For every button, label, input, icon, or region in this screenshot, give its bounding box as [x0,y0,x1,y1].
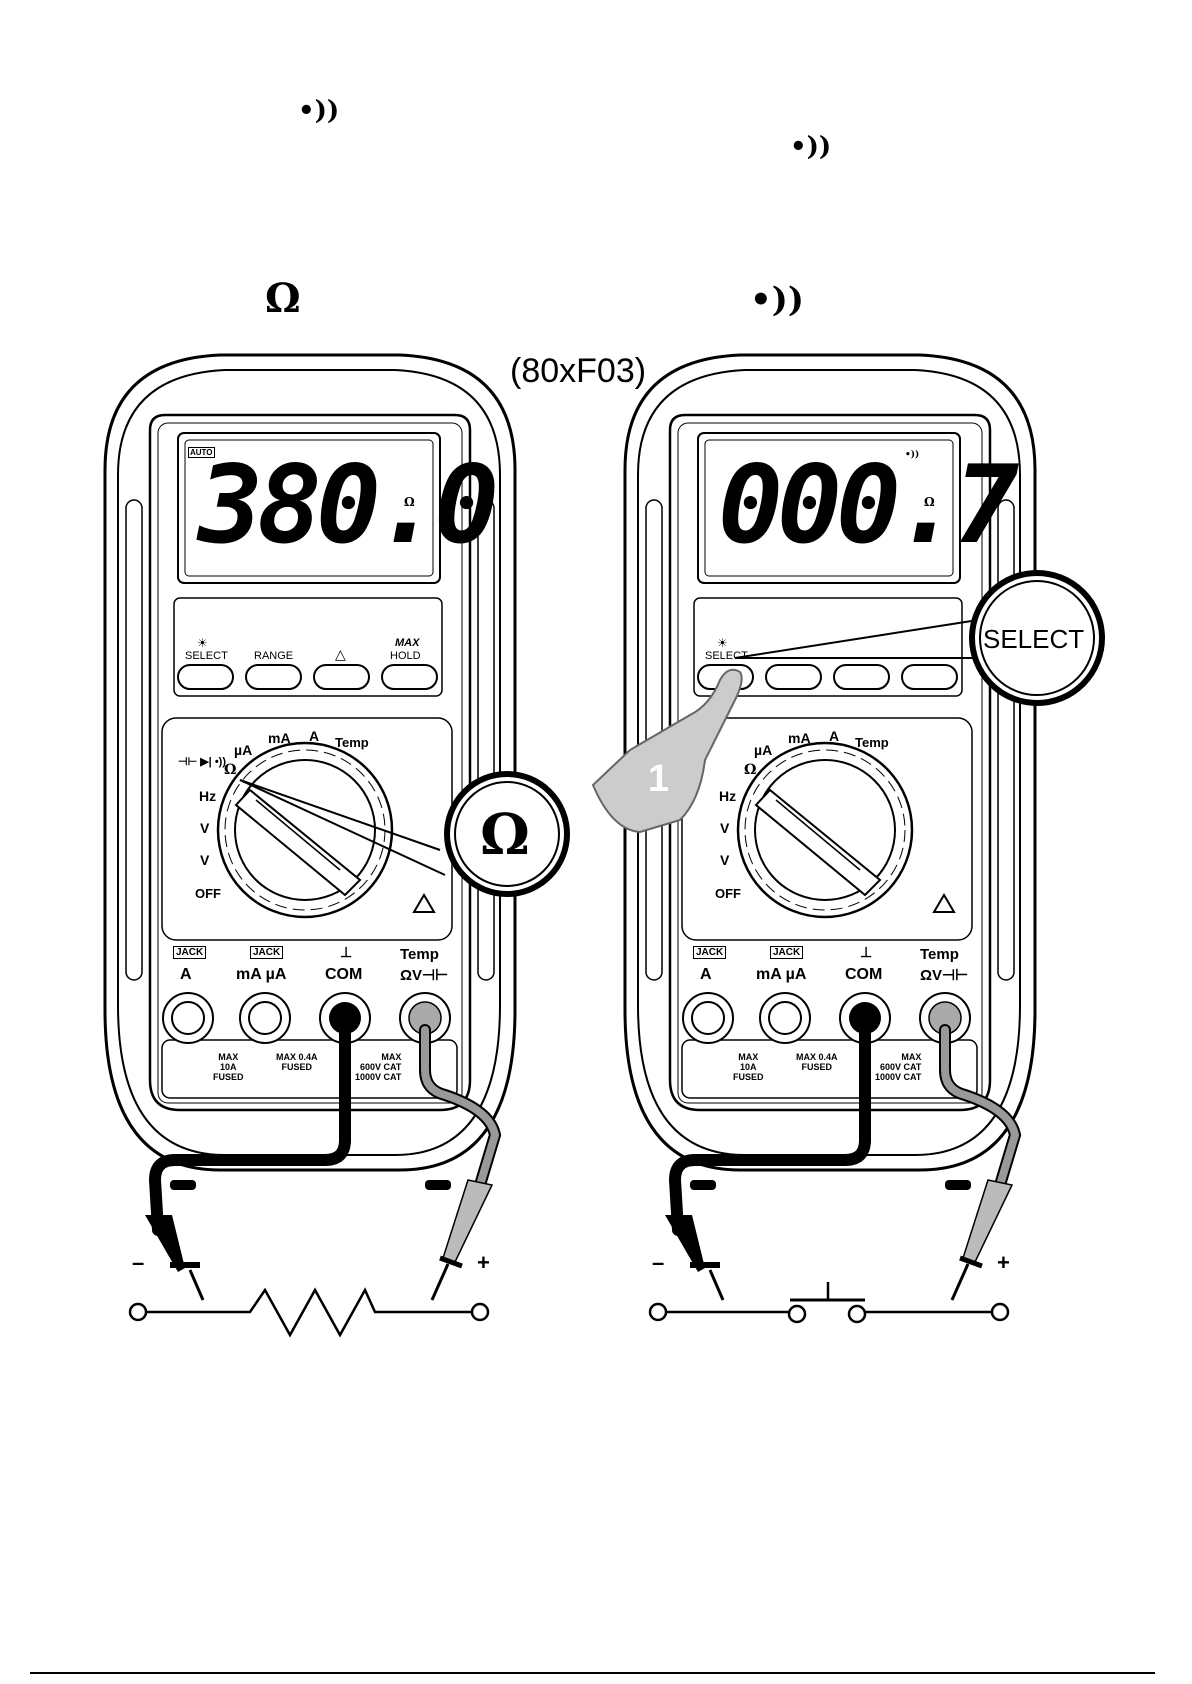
continuity-icon-header-left: •)) [298,96,340,126]
range-button-label: RANGE [254,650,294,662]
select-button-left[interactable] [178,665,233,689]
negative-sign-left: – [132,1250,145,1275]
dial-temp-label: Temp [335,735,369,750]
dial-off-label-right: OFF [715,886,741,901]
continuity-icon-header-right: •)) [790,132,832,162]
dial-ma-label-right: mA [788,730,811,746]
continuity-indicator: •)) [905,450,920,460]
jack-temp-label: Temp [400,946,439,963]
dial-vac-label: V [200,820,210,836]
jack-temp-label-right: Temp [920,946,959,963]
lcd-unit-left: Ω [404,495,415,509]
dial-a-label-right: A [829,728,840,744]
hold-button-right[interactable] [902,665,957,689]
hold-button[interactable] [382,665,437,689]
dial-vac-label-right: V [720,820,730,836]
diode-continuity-icons: ⊣⊢ ▶| •)) [178,756,226,768]
range-button[interactable] [246,665,301,689]
select-button-label: SELECT [185,650,228,662]
dial-hz-label-right: Hz [719,788,737,804]
dial-ua-label-right: µA [754,742,773,758]
jack-v-label-right: ΩV⊣⊢ [920,967,969,984]
max-label: MAX [395,637,420,649]
lcd-reading-left: 380.0 [198,443,499,568]
right-multimeter [591,353,1105,1324]
dial-ohm-label-right: Ω [744,762,757,778]
dial-hz-label: Hz [199,788,217,804]
positive-sign-left: + [477,1250,490,1275]
figure-reference: (80xF03) [510,352,647,390]
jack-ma-tag: JACK [250,946,284,959]
dial-temp-label-right: Temp [855,735,889,750]
jack-a-tag: JACK [173,946,207,959]
lcd-reading-right: 000.7 [718,443,1019,568]
jack-a-label: A [180,966,192,983]
positive-sign-right: + [997,1250,1010,1275]
jack-ma-label-right: mA µA [756,966,807,983]
jack-a-label-right: A [700,966,712,983]
ohm-callout: Ω [480,802,530,868]
continuity-mode-title: •)) [750,280,804,320]
select-callout: SELECT [983,624,1085,654]
left-multimeter [103,353,570,1338]
negative-sign-right: – [652,1250,665,1275]
ground-symbol: ⊥ [340,944,353,960]
step-number: 1 [648,758,670,800]
jack-v-label: ΩV⊣⊢ [400,967,449,984]
page-bottom-rule [30,1672,1155,1674]
delta-button-label: △ [335,646,346,662]
dial-ohm-label: Ω [224,762,237,778]
dial-ma-label: mA [268,730,291,746]
backlight-icon-right: ☀ [717,636,728,650]
dial-ua-label: µA [234,742,253,758]
auto-indicator: AUTO [188,447,215,458]
dial-off-label: OFF [195,886,221,901]
range-button-right[interactable] [766,665,821,689]
jack-com-label: COM [325,966,363,983]
jack-ma-label: mA µA [236,966,287,983]
jack-ma-tag-right: JACK [770,946,804,959]
lcd-unit-right: Ω [924,495,935,509]
ohm-mode-title: Ω [265,275,301,322]
ground-symbol-right: ⊥ [860,944,873,960]
backlight-icon: ☀ [197,636,208,650]
jack-com-label-right: COM [845,966,883,983]
select-button-right[interactable] [698,665,753,689]
relative-button-right[interactable] [834,665,889,689]
jack-a-tag-right: JACK [693,946,727,959]
dial-vdc-label: V [200,852,210,868]
dial-a-label: A [309,728,320,744]
hold-button-label: HOLD [390,650,421,662]
select-button-label-right: SELECT [705,650,748,662]
relative-button[interactable] [314,665,369,689]
dial-vdc-label-right: V [720,852,730,868]
